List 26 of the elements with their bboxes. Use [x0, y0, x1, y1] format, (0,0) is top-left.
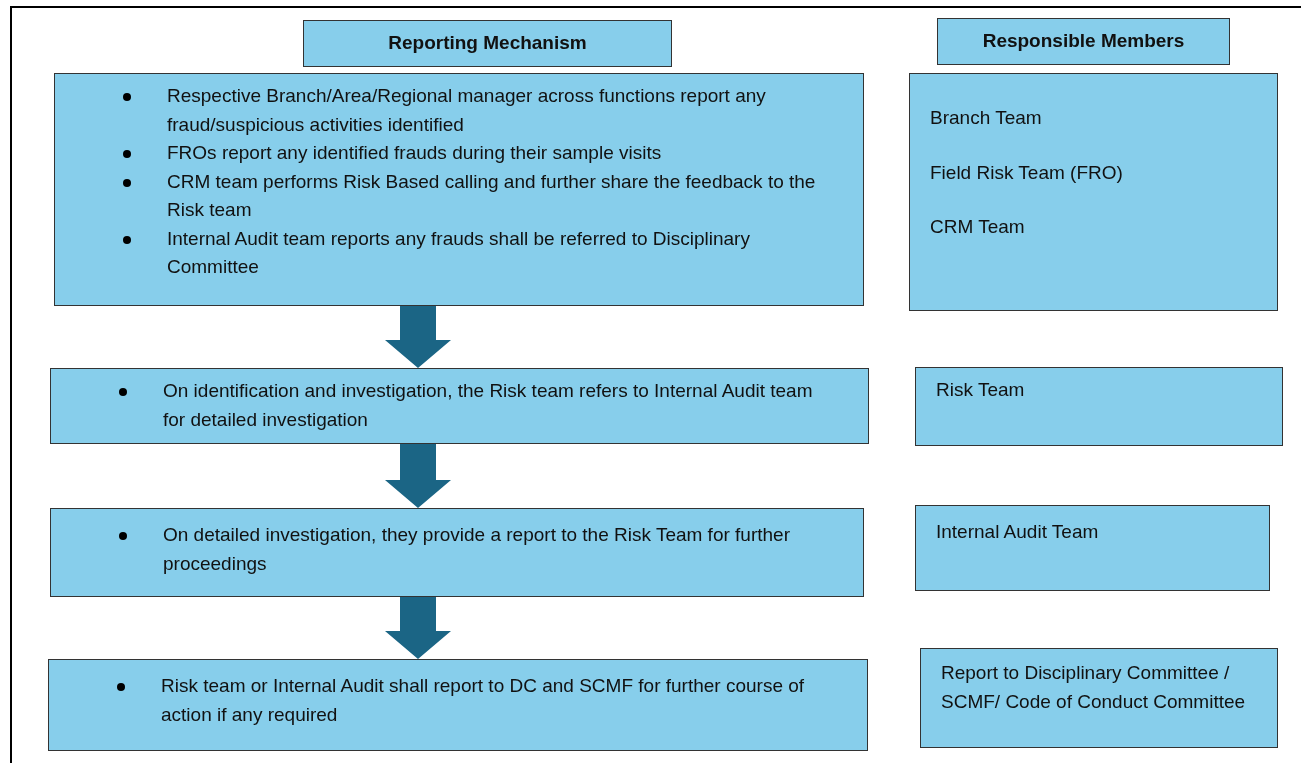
bullet-text: On identification and investigation, the Risk team refers to Internal Audit team for detailed investigation — [163, 380, 813, 430]
bullet-text: FROs report any identified frauds during their sample visits — [167, 142, 662, 163]
bullet-text: Risk team or Internal Audit shall report to DC and SCMF for further course of action if any required — [161, 675, 805, 725]
member-box — [915, 505, 1270, 591]
member-text: Field Risk Team (FRO) — [930, 160, 1124, 185]
member-box — [920, 648, 1278, 748]
member-text: Internal Audit Team — [936, 520, 1100, 544]
bullet-text: On detailed investigation, they provide a report to the Risk Team for further proceedings — [163, 524, 790, 574]
process-box — [48, 659, 868, 751]
bullet-text: Respective Branch/Area/Regional manager across functions report any fraud/suspicious activities identified — [167, 85, 766, 135]
member-box — [909, 73, 1278, 311]
block-arrow — [385, 597, 451, 659]
member-text: Risk Team — [936, 378, 1026, 402]
member-text: CRM Team — [930, 215, 1026, 239]
bullet-text: Internal Audit team reports any frauds shall be referred to Disciplinary Committee — [167, 227, 750, 277]
member-text: Report to Disciplinary Committee / SCMF/ Code of Conduct Committee — [941, 661, 1247, 714]
block-arrow — [385, 306, 451, 368]
process-box — [54, 73, 864, 306]
process-box — [50, 368, 869, 444]
block-arrow — [385, 444, 451, 508]
bullet-text: CRM team performs Risk Based calling and further share the feedback to the Risk team — [167, 170, 816, 220]
process-box — [50, 508, 864, 597]
member-box — [915, 367, 1283, 446]
header-box: Reporting Mechanism — [303, 20, 672, 67]
member-text: Branch Team — [930, 106, 1043, 130]
header-box: Responsible Members — [937, 18, 1230, 65]
